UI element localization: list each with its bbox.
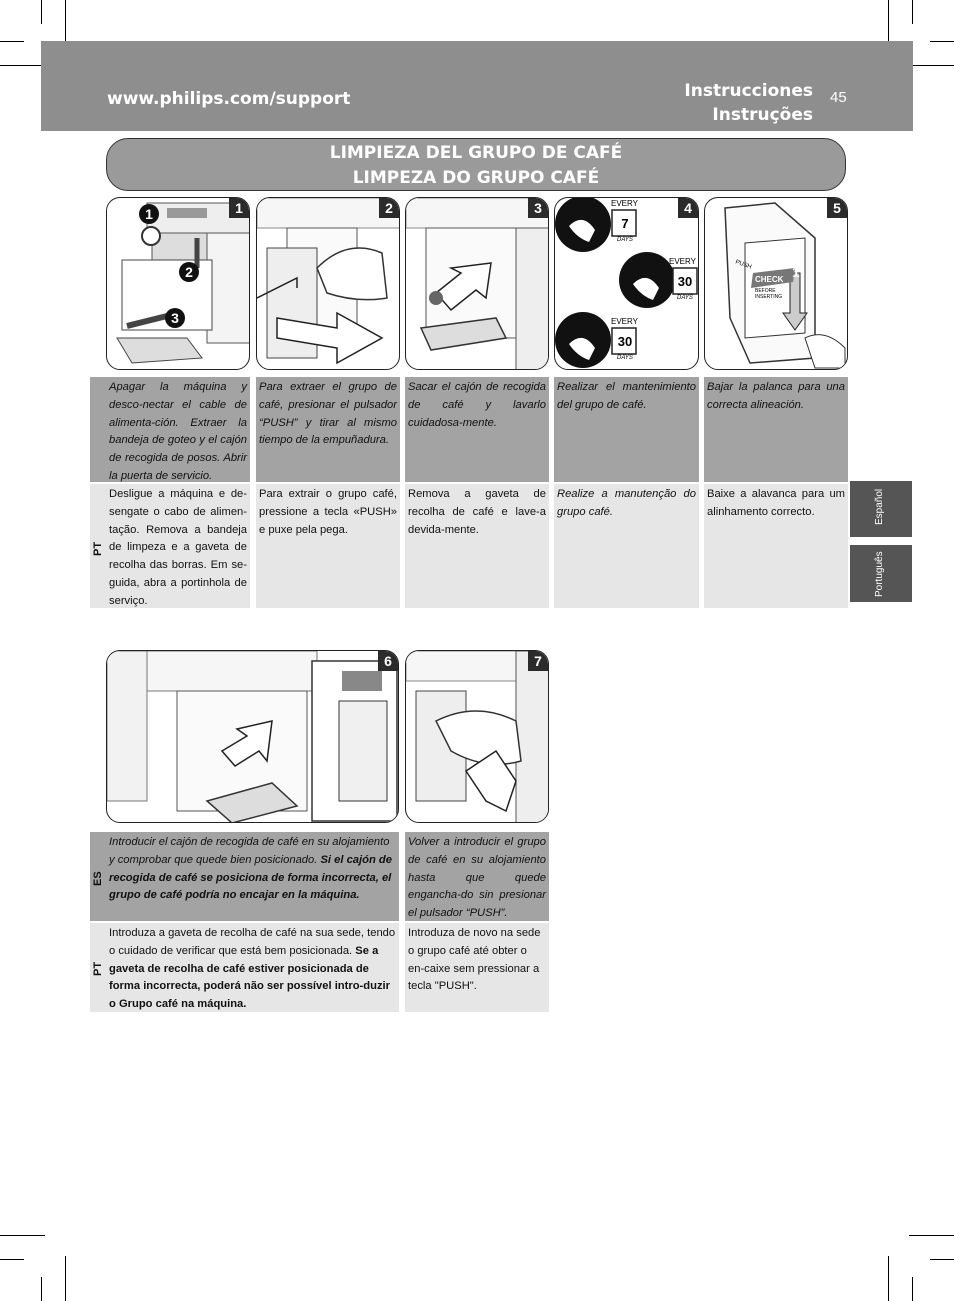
illustration-panel-3: 3: [405, 197, 549, 370]
section-title: LIMPIEZA DEL GRUPO DE CAFÉ LIMPEZA DO GR…: [106, 138, 846, 191]
every-label: EVERY: [669, 257, 696, 266]
step-6-pt-warning: Se a gaveta de recolha de café estiver p…: [109, 944, 390, 1011]
step-7-pt: Introduza de novo na sede o grupo café a…: [405, 923, 549, 1012]
header-title-es: Instrucciones: [684, 81, 813, 101]
step-6-es-text: Introducir el cajón de recogida de café …: [109, 836, 390, 866]
step-6-pt: Introduza a gaveta de recolha de café na…: [106, 923, 399, 1012]
interval-30: 30: [677, 274, 693, 289]
page-header: www.philips.com/support Instrucciones In…: [41, 41, 913, 131]
illustration-panel-7: 7: [405, 650, 549, 823]
step-number: 4: [678, 198, 698, 218]
pt-row-left-band: [90, 484, 106, 608]
illustration-panel-4: 4 EVERY 7 DAYS EVERY 30 DAYS EVERY 30 DA…: [554, 197, 699, 370]
section-title-pt: LIMPEZA DO GRUPO CAFÉ: [352, 168, 600, 188]
step-7-es: Volver a introducir el grupo de café en …: [405, 832, 549, 921]
step-4-pt: Realize a manutenção do grupo café.: [554, 484, 699, 608]
section-title-es: LIMPIEZA DEL GRUPO DE CAFÉ: [329, 143, 623, 163]
es-row-2-left-band: [90, 832, 106, 921]
maintenance-icons: [555, 198, 698, 368]
brew-group-removal-illustration: [257, 198, 399, 365]
step-5-es: Bajar la palanca para una correcta aline…: [704, 377, 848, 482]
step-1-es: Apagar la máquina y desco-nectar el cabl…: [106, 377, 250, 482]
days-label: DAYS: [617, 237, 633, 243]
callout-3: 3: [165, 308, 185, 328]
step-4-es: Realizar el mantenimiento del grupo de c…: [554, 377, 699, 482]
step-number: 1: [229, 198, 249, 218]
lever-step: 1: [792, 264, 800, 280]
callout-1: 1: [139, 204, 159, 224]
language-label-pt: PT: [92, 541, 104, 556]
reinsert-drawer-illustration: [107, 651, 398, 822]
tab-portugues[interactable]: Português: [850, 545, 912, 602]
step-6-es-warning: Si el cajón de recogida de café se posic…: [109, 853, 392, 902]
step-6-es: Introducir el cajón de recogida de café …: [106, 832, 399, 921]
illustration-panel-5: 5 PUSH CHECK BEFORE INSERTING 1: [704, 197, 848, 370]
callout-2: 2: [179, 262, 199, 282]
interval-30: 30: [617, 334, 633, 349]
page-number: 45: [830, 89, 847, 106]
inserting-label: INSERTING: [755, 294, 783, 300]
check-label: CHECK: [755, 275, 784, 284]
illustration-panel-2: 2: [256, 197, 400, 370]
step-2-es: Para extraer el grupo de café, presionar…: [256, 377, 400, 482]
support-url[interactable]: www.philips.com/support: [107, 89, 351, 109]
pt-row-2-left-band: [90, 923, 106, 1012]
step-2-pt: Para extrair o grupo café, pressione a t…: [256, 484, 400, 608]
days-label: DAYS: [617, 355, 633, 361]
coffee-drawer-illustration: [406, 198, 548, 369]
brew-group-lever-illustration: [724, 202, 846, 369]
before-label: BEFORE: [755, 288, 776, 294]
step-6-pt-text: Introduza a gaveta de recolha de café na…: [109, 927, 396, 957]
days-label: DAYS: [677, 295, 693, 301]
step-number: 2: [379, 198, 399, 218]
step-number: 3: [528, 198, 548, 218]
illustration-panel-1: 1 1 2 3: [106, 197, 250, 370]
reinsert-brew-group-illustration: [406, 651, 548, 822]
step-3-es: Sacar el cajón de recogida de café y lav…: [405, 377, 549, 482]
step-1-pt: Desligue a máquina e de-sengate o cabo d…: [106, 484, 250, 608]
interval-7: 7: [621, 216, 629, 231]
step-5-pt: Baixe a alavanca para um alinhamento cor…: [704, 484, 848, 608]
es-row-left-band: [90, 377, 106, 482]
every-label: EVERY: [611, 199, 638, 208]
step-3-pt: Remova a gaveta de recolha de café e lav…: [405, 484, 549, 608]
step-number: 5: [827, 198, 847, 218]
header-title-pt: Instruções: [712, 105, 813, 125]
step-number: 6: [378, 651, 398, 671]
tab-espanol[interactable]: Español: [850, 481, 912, 537]
header-title: Instrucciones Instruções: [684, 79, 813, 127]
machine-illustration: [116, 202, 249, 364]
illustration-panel-6: 6: [106, 650, 399, 823]
every-label: EVERY: [611, 317, 638, 326]
step-number: 7: [528, 651, 548, 671]
